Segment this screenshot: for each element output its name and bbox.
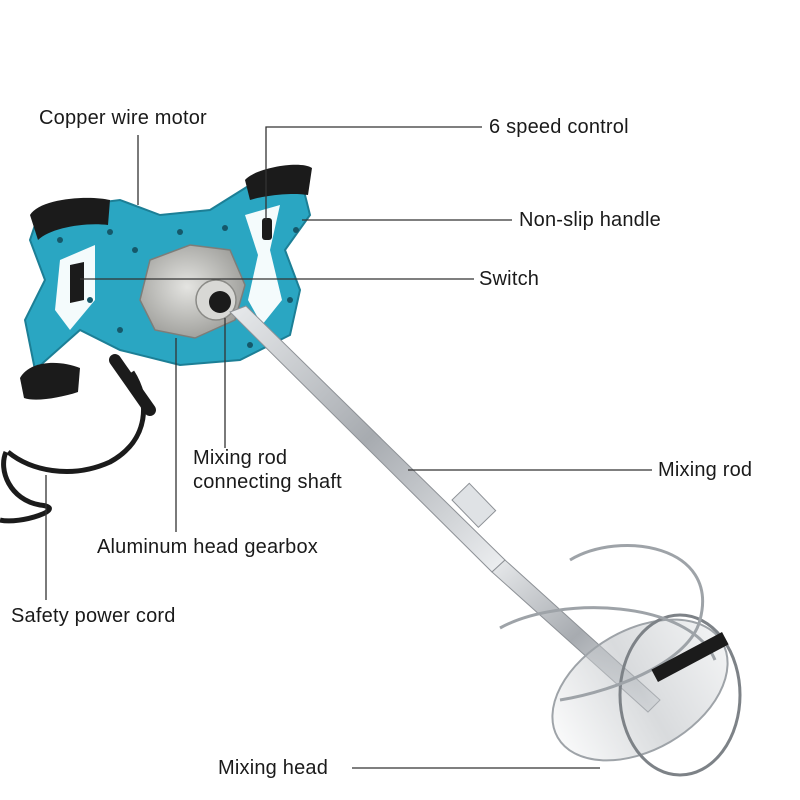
switch-trigger bbox=[70, 262, 84, 303]
label-connecting-shaft-line2: connecting shaft bbox=[193, 471, 342, 493]
label-speed-control: 6 speed control bbox=[489, 116, 629, 138]
left-bottom-grip bbox=[20, 362, 80, 400]
label-switch: Switch bbox=[479, 268, 540, 290]
label-mixing-head: Mixing head bbox=[218, 757, 329, 779]
left-top-grip bbox=[30, 197, 110, 240]
leader-speed-control bbox=[265, 126, 482, 220]
speed-dial bbox=[262, 218, 272, 240]
right-top-grip bbox=[245, 164, 312, 200]
gearbox bbox=[139, 244, 246, 339]
label-non-slip-handle: Non-slip handle bbox=[519, 209, 661, 231]
cord-strain-relief bbox=[109, 354, 156, 416]
label-safety-power-cord: Safety power cord bbox=[11, 605, 176, 627]
mixing-head-shape bbox=[499, 544, 742, 777]
power-cord bbox=[0, 370, 146, 524]
label-copper-wire-motor: Copper wire motor bbox=[39, 107, 207, 129]
leader-lines bbox=[45, 126, 652, 769]
label-aluminum-head-gearbox: Aluminum head gearbox bbox=[97, 536, 318, 558]
label-connecting-shaft: Mixing rod connecting shaft bbox=[193, 446, 342, 494]
label-mixing-rod: Mixing rod bbox=[658, 459, 753, 481]
label-connecting-shaft-line1: Mixing rod bbox=[193, 447, 288, 469]
